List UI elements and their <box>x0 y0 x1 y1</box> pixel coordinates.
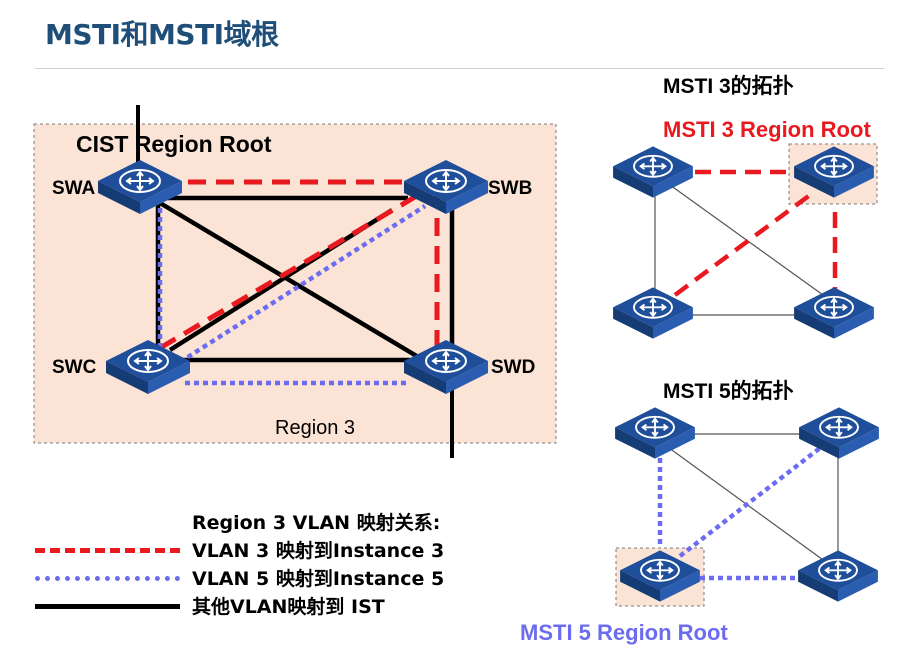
legend-item-instance5: VLAN 5 映射到Instance 5 <box>192 568 445 590</box>
legend-item-ist: 其他VLAN映射到 IST <box>192 596 385 618</box>
swd-label: SWD <box>491 357 535 378</box>
msti3-active-links <box>673 169 838 297</box>
legend-header: Region 3 VLAN 映射关系: <box>192 512 441 534</box>
legend-item-instance3: VLAN 3 映射到Instance 3 <box>192 540 445 562</box>
region-3-label: Region 3 <box>275 417 355 439</box>
instance3-links <box>158 179 440 351</box>
msti5-switch-icon-b <box>798 406 880 460</box>
msti3-idle-links <box>654 180 831 316</box>
msti5-root-label: MSTI 5 Region Root <box>520 620 728 645</box>
legend-swatch-instance3 <box>35 548 180 553</box>
instance5-links <box>157 204 427 386</box>
msti3-heading: MSTI 3的拓扑 <box>663 74 794 98</box>
title-divider <box>35 68 884 69</box>
msti3-switch-icon-d <box>793 286 875 340</box>
cist-region-root-label: CIST Region Root <box>76 131 272 157</box>
legend-swatch-ist <box>35 604 180 609</box>
msti3-switch-icon-a <box>612 145 694 199</box>
page-title: MSTI和MSTI域根 <box>45 18 279 51</box>
msti5-heading: MSTI 5的拓扑 <box>663 379 794 403</box>
msti5-active-links <box>657 446 822 581</box>
legend-swatch-instance5 <box>35 576 180 581</box>
swa-label: SWA <box>52 178 96 199</box>
msti3-root-label: MSTI 3 Region Root <box>663 117 871 142</box>
msti5-switch-icon-d <box>797 549 879 603</box>
msti5-switch-icon-a <box>614 406 696 460</box>
swb-label: SWB <box>488 178 532 199</box>
swc-label: SWC <box>52 357 97 378</box>
msti3-switch-icon-c <box>612 286 694 340</box>
